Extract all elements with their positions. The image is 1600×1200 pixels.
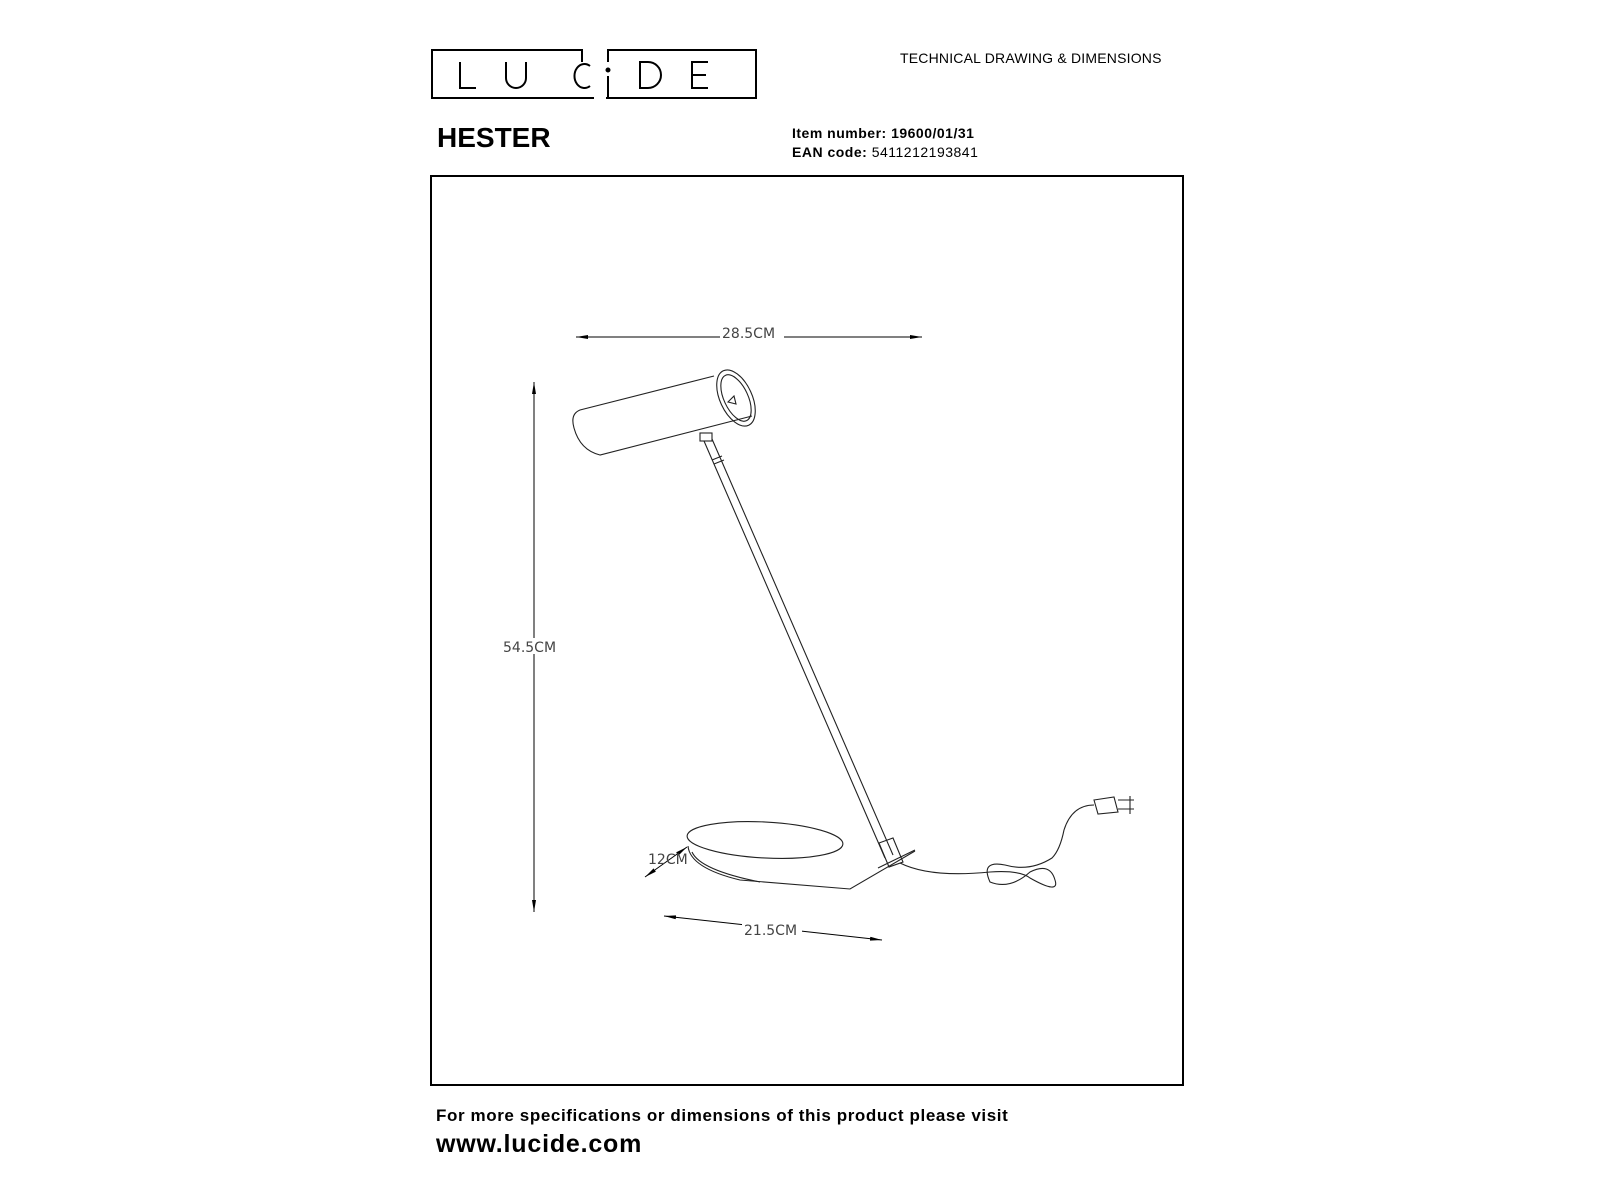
drawing-frame [430, 175, 1184, 1086]
lucide-logo [430, 48, 758, 100]
base-width-dimension-line [644, 846, 688, 878]
document-type: TECHNICAL DRAWING & DIMENSIONS [900, 50, 1162, 66]
item-info: Item number: 19600/01/31 EAN code: 54112… [792, 124, 978, 162]
ean-label: EAN code: [792, 144, 868, 160]
item-number-label: Item number: [792, 125, 887, 141]
ean-code: 5411212193841 [871, 144, 979, 160]
dimension-lines [532, 335, 922, 941]
footer-text: For more specifications or dimensions of… [436, 1106, 1009, 1125]
item-number: 19600/01/31 [891, 125, 975, 141]
website-link[interactable]: www.lucide.com [436, 1130, 643, 1158]
ean-row: EAN code: 5411212193841 [792, 143, 978, 162]
base-width-label: 12CM [648, 852, 688, 868]
base-length-label: 21.5CM [744, 923, 797, 939]
item-number-row: Item number: 19600/01/31 [792, 124, 978, 143]
product-name: HESTER [437, 122, 551, 153]
width-label: 28.5CM [722, 326, 775, 342]
lamp-outline [572, 369, 1134, 890]
height-label: 54.5CM [503, 640, 556, 656]
